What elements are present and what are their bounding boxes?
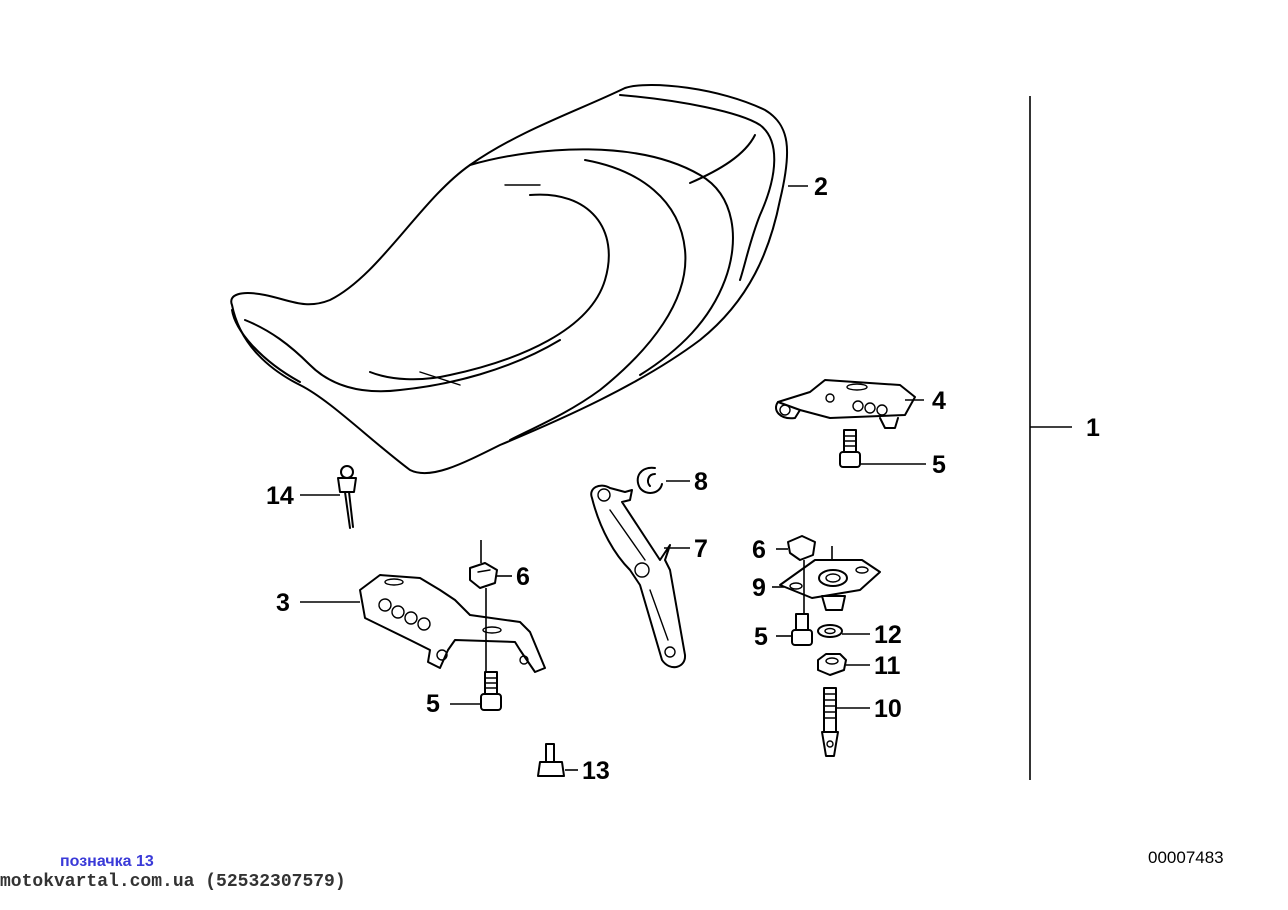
nut-part-11[interactable] — [817, 653, 847, 676]
callout-4: 4 — [932, 387, 946, 415]
bracket-part-4[interactable] — [775, 379, 916, 429]
callout-14: 14 — [266, 482, 294, 510]
callout-5-right: 5 — [754, 623, 768, 651]
callout-10: 10 — [874, 695, 902, 723]
screw-part-5-lower[interactable] — [480, 671, 502, 711]
callout-5-upper: 5 — [932, 451, 946, 479]
screw-part-5-upper[interactable] — [839, 429, 861, 468]
plate-part-9[interactable] — [779, 559, 881, 611]
bracket-part-3[interactable] — [359, 574, 546, 673]
callout-6-left: 6 — [516, 563, 530, 591]
lever-part-7[interactable] — [590, 484, 687, 669]
washer-part-12[interactable] — [817, 624, 843, 638]
callout-3: 3 — [276, 589, 290, 617]
cage-nut-part-6-left[interactable] — [469, 562, 498, 589]
callout-12: 12 — [874, 621, 902, 649]
label-tag: позначка 13 — [60, 853, 154, 870]
callout-1: 1 — [1086, 414, 1100, 442]
rivet-part-14[interactable] — [337, 465, 357, 529]
cage-nut-part-6-right[interactable] — [787, 535, 816, 561]
stud-part-13[interactable] — [537, 743, 565, 777]
assembly-bracket-part-1 — [1029, 96, 1072, 780]
callout-labels: 1 2 3 4 5 5 5 6 6 7 8 9 10 11 12 13 14 — [266, 173, 1100, 785]
leader-lines — [300, 185, 926, 771]
callout-13: 13 — [582, 757, 610, 785]
seat-part-2[interactable] — [230, 83, 789, 475]
screw-part-5-right[interactable] — [791, 613, 813, 646]
callout-9: 9 — [752, 574, 766, 602]
callout-6-right: 6 — [752, 536, 766, 564]
callout-8: 8 — [694, 468, 708, 496]
clip-part-8[interactable] — [636, 466, 663, 494]
bolt-part-10[interactable] — [821, 687, 839, 757]
callout-11: 11 — [874, 652, 901, 680]
watermark-text: motokvartal.com.ua (52532307579) — [0, 872, 346, 892]
diagram-reference-code: 00007483 — [1148, 848, 1224, 867]
callout-2: 2 — [814, 173, 828, 201]
callout-5-lower: 5 — [426, 690, 440, 718]
callout-7: 7 — [694, 535, 708, 563]
